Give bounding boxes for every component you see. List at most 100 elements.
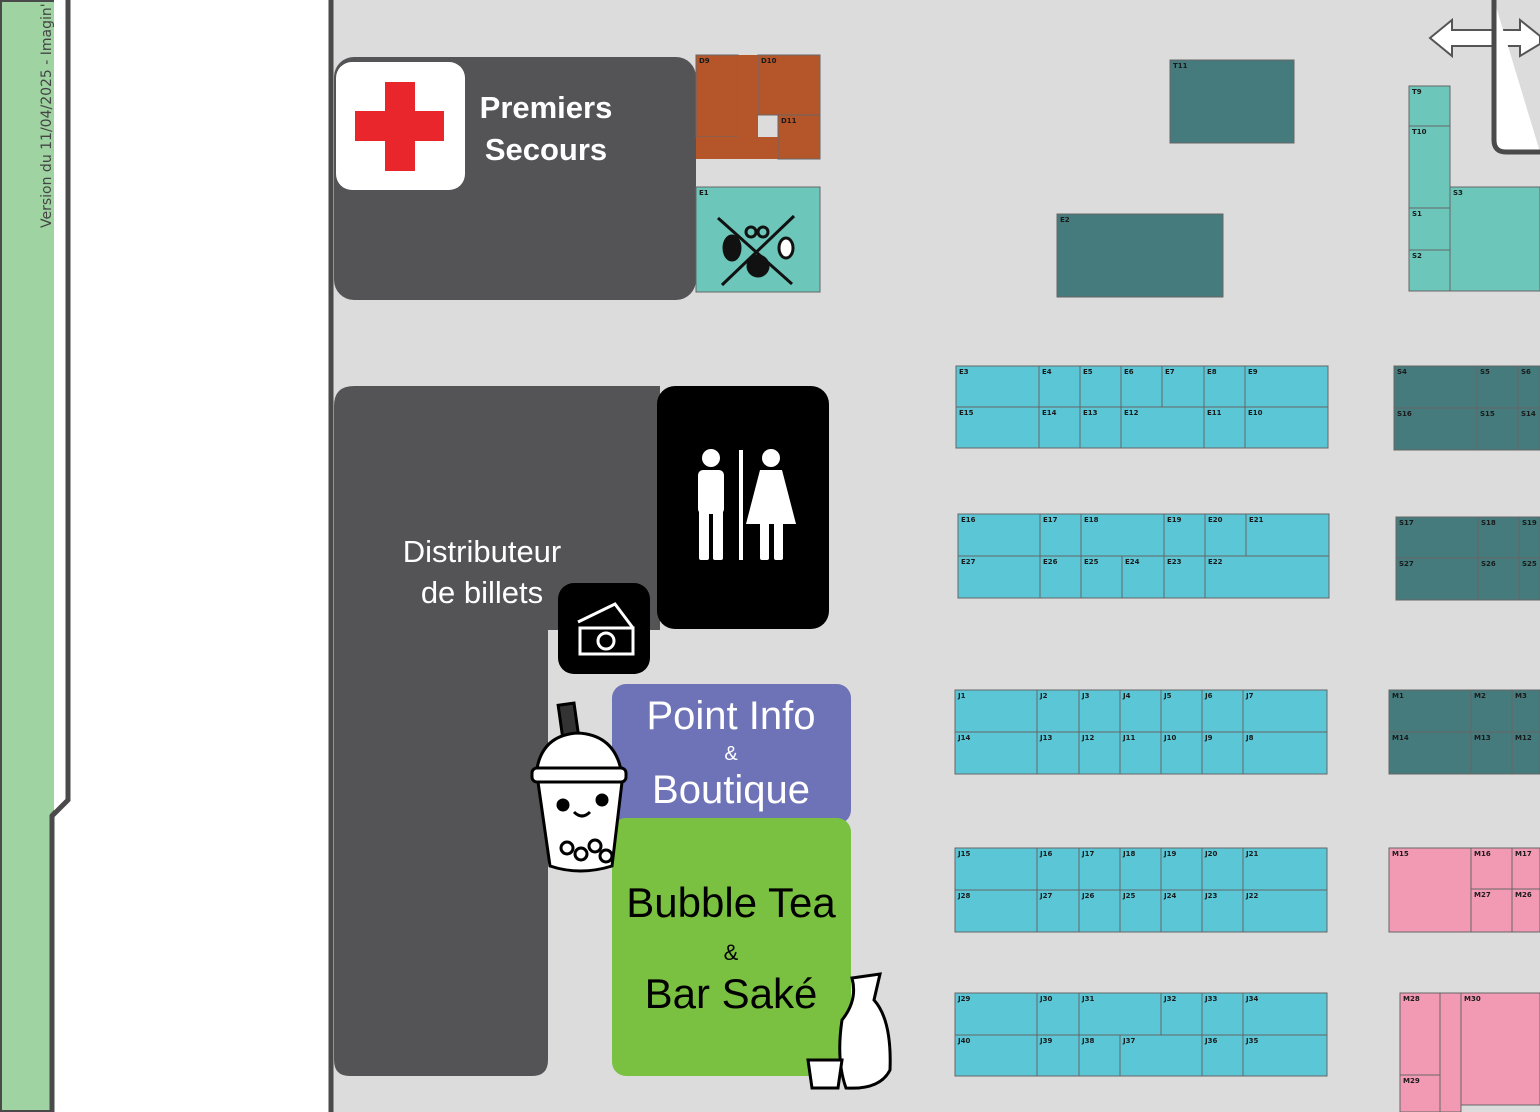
stall-d11: D11 (777, 114, 821, 160)
stall-j29: J29 (954, 992, 1038, 1036)
svg-text:E11: E11 (1207, 409, 1222, 417)
info-label-amp: & (724, 743, 738, 765)
svg-text:J21: J21 (1245, 850, 1258, 858)
stall-j6: J6 (1201, 689, 1244, 733)
crossed-brooms-icon (717, 214, 796, 287)
stall-d-fill-2 (738, 55, 758, 137)
stall-e20: E20 (1204, 513, 1247, 557)
svg-text:E26: E26 (1043, 558, 1058, 566)
svg-text:J13: J13 (1039, 734, 1052, 742)
stall-m27: M27 (1470, 888, 1513, 933)
stall-e7: E7 (1161, 365, 1205, 408)
stall-s2: S2 (1408, 249, 1451, 292)
svg-text:D9: D9 (699, 57, 710, 65)
stall-j34: J34 (1242, 992, 1328, 1036)
svg-text:J17: J17 (1081, 850, 1094, 858)
stall-e3: E3 (955, 365, 1040, 408)
svg-text:E24: E24 (1125, 558, 1140, 566)
svg-text:M30: M30 (1464, 995, 1481, 1003)
svg-text:S19: S19 (1522, 519, 1537, 527)
svg-text:J26: J26 (1081, 892, 1094, 900)
svg-text:E16: E16 (961, 516, 976, 524)
svg-text:M13: M13 (1474, 734, 1491, 742)
svg-text:E8: E8 (1207, 368, 1217, 376)
svg-text:J37: J37 (1122, 1037, 1135, 1045)
svg-text:E22: E22 (1208, 558, 1223, 566)
svg-text:J5: J5 (1163, 692, 1172, 700)
stall-e12: E12 (1120, 406, 1205, 449)
stall-s15: S15 (1476, 407, 1519, 451)
stall-m16: M16 (1470, 847, 1513, 890)
stall-m15: M15 (1388, 847, 1472, 933)
side-green-border (49, 0, 71, 1112)
stall-t10: T10 (1408, 125, 1451, 209)
stall-s14: S14 (1517, 407, 1540, 451)
stall-m28: M28 (1399, 992, 1441, 1076)
stall-j3: J3 (1078, 689, 1121, 733)
svg-text:E9: E9 (1248, 368, 1258, 376)
stall-m14: M14 (1388, 731, 1472, 775)
stall-j15: J15 (954, 847, 1038, 891)
info-label-line2: Boutique (652, 768, 810, 812)
stall-j5: J5 (1160, 689, 1203, 733)
svg-text:E12: E12 (1124, 409, 1139, 417)
svg-text:S26: S26 (1481, 560, 1496, 568)
stall-e22: E22 (1204, 555, 1330, 599)
svg-text:J2: J2 (1039, 692, 1048, 700)
svg-text:J28: J28 (957, 892, 970, 900)
stall-j33: J33 (1201, 992, 1244, 1036)
bar-label-line2: Bar Saké (645, 970, 818, 1017)
stall-j30: J30 (1036, 992, 1080, 1036)
stall-e13: E13 (1079, 406, 1122, 449)
stall-j9: J9 (1201, 731, 1244, 775)
stall-j17: J17 (1078, 847, 1121, 891)
stall-e27: E27 (957, 555, 1041, 599)
svg-text:S27: S27 (1399, 560, 1414, 568)
stall-j23: J23 (1201, 889, 1244, 933)
svg-text:J36: J36 (1204, 1037, 1217, 1045)
stall-e17: E17 (1039, 513, 1082, 557)
stall-j8: J8 (1242, 731, 1328, 775)
svg-text:M26: M26 (1515, 891, 1532, 899)
stall-e11: E11 (1203, 406, 1246, 449)
svg-text:J18: J18 (1122, 850, 1135, 858)
svg-text:J31: J31 (1081, 995, 1094, 1003)
svg-text:J10: J10 (1163, 734, 1176, 742)
double-arrow-icon (1428, 17, 1540, 59)
stall-s6: S6 (1517, 365, 1540, 409)
top-right-wall (1491, 0, 1540, 155)
stall-m26: M26 (1511, 888, 1540, 933)
stall-e2: E2 (1056, 213, 1224, 298)
first-aid-label-line2: Secours (485, 132, 607, 167)
svg-text:J33: J33 (1204, 995, 1217, 1003)
svg-text:J32: J32 (1163, 995, 1176, 1003)
stall-j40: J40 (954, 1034, 1038, 1077)
red-cross-icon (355, 82, 444, 171)
stall-t11: T11 (1169, 59, 1295, 144)
svg-text:J8: J8 (1245, 734, 1254, 742)
svg-text:J7: J7 (1245, 692, 1254, 700)
svg-text:J19: J19 (1163, 850, 1176, 858)
stall-j37: J37 (1119, 1034, 1203, 1077)
stall-j26: J26 (1078, 889, 1121, 933)
stall-s19: S19 (1518, 516, 1540, 559)
sake-bottle-icon (806, 972, 892, 1090)
svg-text:J30: J30 (1039, 995, 1052, 1003)
svg-text:E17: E17 (1043, 516, 1058, 524)
stall-m3: M3 (1511, 689, 1540, 733)
stall-m1: M1 (1388, 689, 1472, 733)
svg-text:J12: J12 (1081, 734, 1094, 742)
stall-s16: S16 (1393, 407, 1478, 451)
svg-text:J1: J1 (957, 692, 966, 700)
svg-text:J6: J6 (1204, 692, 1213, 700)
svg-text:E1: E1 (699, 189, 709, 197)
stall-e25: E25 (1080, 555, 1123, 599)
stall-j25: J25 (1119, 889, 1162, 933)
stall-j10: J10 (1160, 731, 1203, 775)
stall-e9: E9 (1244, 365, 1329, 408)
svg-text:J3: J3 (1081, 692, 1090, 700)
stall-j35: J35 (1242, 1034, 1328, 1077)
stall-m-connector (1439, 992, 1462, 1112)
